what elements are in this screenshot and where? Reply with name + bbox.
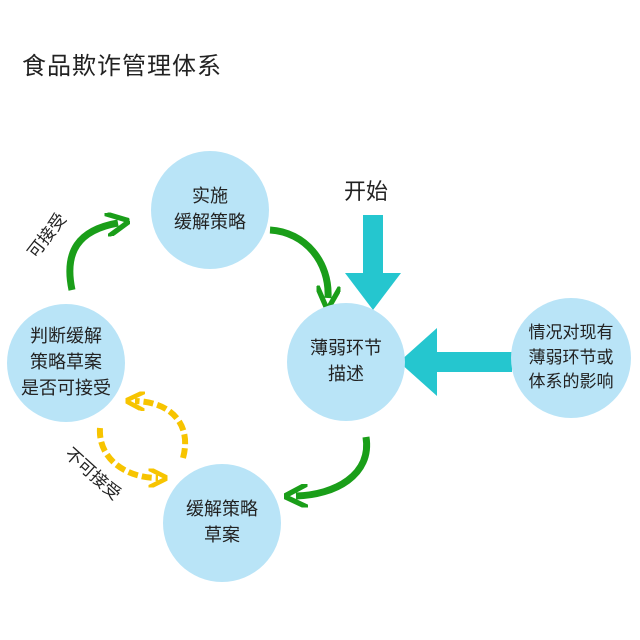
diagram-title: 食品欺诈管理体系 bbox=[22, 52, 222, 80]
node-mitigation-draft: 缓解策略 草案 bbox=[163, 464, 281, 582]
node-implement-label: 实施 缓解策略 bbox=[174, 185, 246, 233]
green-arrow-implement-to-describe bbox=[269, 226, 328, 298]
yellow-arrow-judge-to-draft bbox=[96, 427, 158, 478]
node-vulnerability-description: 薄弱环节 描述 bbox=[287, 303, 405, 421]
yellow-arrow-draft-to-judge bbox=[135, 401, 189, 459]
start-label: 开始 bbox=[344, 180, 389, 205]
start-down-arrow bbox=[345, 215, 401, 310]
node-situation-impact: 情况对现有 薄弱环节或 体系的影响 bbox=[511, 298, 631, 418]
green-arrow-describe-to-draft bbox=[296, 436, 371, 496]
node-describe-label: 薄弱环节 描述 bbox=[310, 337, 382, 385]
node-judge-label: 判断缓解 策略草案 是否可接受 bbox=[21, 325, 111, 400]
situation-left-arrow bbox=[399, 328, 512, 396]
green-arrow-judge-to-implement bbox=[66, 223, 118, 291]
node-draft-label: 缓解策略 草案 bbox=[186, 498, 258, 546]
node-judge-draft: 判断缓解 策略草案 是否可接受 bbox=[7, 304, 125, 422]
node-situation-label: 情况对现有 薄弱环节或 体系的影响 bbox=[528, 323, 614, 393]
node-implement-strategy: 实施 缓解策略 bbox=[151, 151, 269, 269]
